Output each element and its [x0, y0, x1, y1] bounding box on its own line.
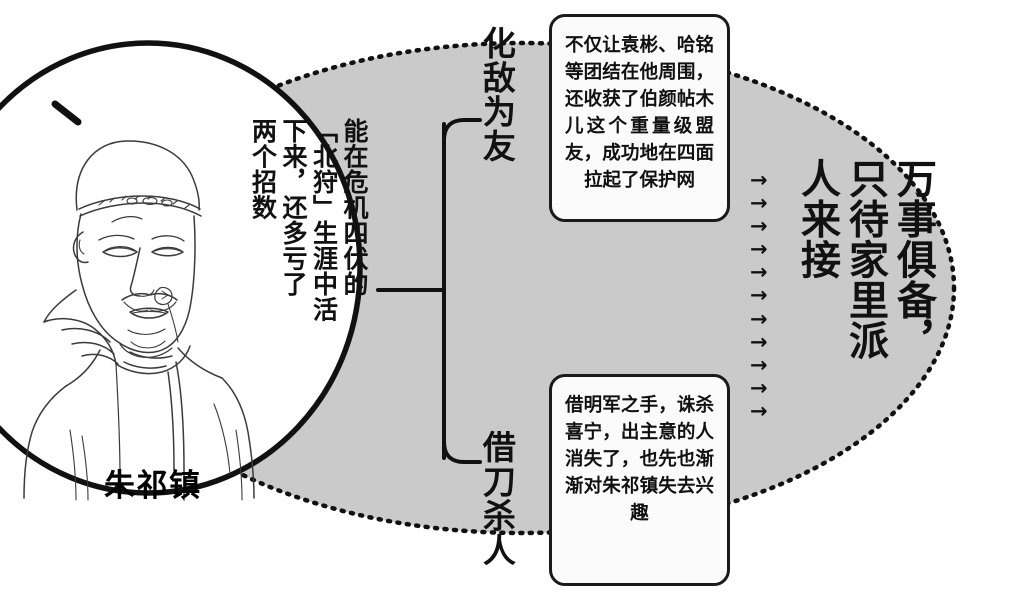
right-arrow-icon: → [750, 214, 768, 239]
subject-caption: 能在危机四伏的 「北狩」生涯中活 下来，还多亏了 两个招数 [248, 118, 368, 322]
branch-bracket [376, 118, 482, 464]
right-arrow-icon: → [750, 398, 768, 423]
right-arrow-icon: → [750, 375, 768, 400]
portrait-illustration [23, 100, 255, 501]
branch-label-turn-enemies-into-friends: 化敌为友 [477, 26, 514, 164]
subject-name-label: 朱祁镇 [104, 468, 202, 503]
arrow-column: →→→→→→→→→→→ [750, 170, 796, 422]
right-arrow-icon: → [750, 352, 768, 377]
right-arrow-icon: → [750, 306, 768, 331]
note-bottom-text: 借明军之手，诛杀喜宁，出主意的人消失了，也先也渐渐对朱祁镇失去兴趣 [565, 394, 714, 523]
right-arrow-icon: → [750, 168, 768, 192]
right-arrow-icon: → [750, 237, 768, 262]
white-ellipse [0, 40, 363, 496]
right-arrow-icon: → [750, 283, 768, 308]
note-box-bottom: 借明军之手，诛杀喜宁，出主意的人消失了，也先也渐渐对朱祁镇失去兴趣 [549, 374, 730, 586]
right-arrow-icon: → [750, 191, 768, 216]
right-arrow-icon: → [750, 260, 768, 285]
note-box-top: 不仅让袁彬、哈铭等团结在他周围，还收获了伯颜帖木儿这个重量级盟友，成功地在四面拉… [549, 14, 730, 222]
right-arrow-icon: → [750, 329, 768, 354]
branch-label-kill-with-borrowed-knife: 借刀杀人 [477, 430, 514, 568]
note-top-text: 不仅让袁彬、哈铭等团结在他周围，还收获了伯颜帖木儿这个重量级盟友，成功地在四面拉… [565, 34, 714, 190]
conclusion-text: 万事俱备， 只待家里派 人来接 [795, 158, 936, 360]
